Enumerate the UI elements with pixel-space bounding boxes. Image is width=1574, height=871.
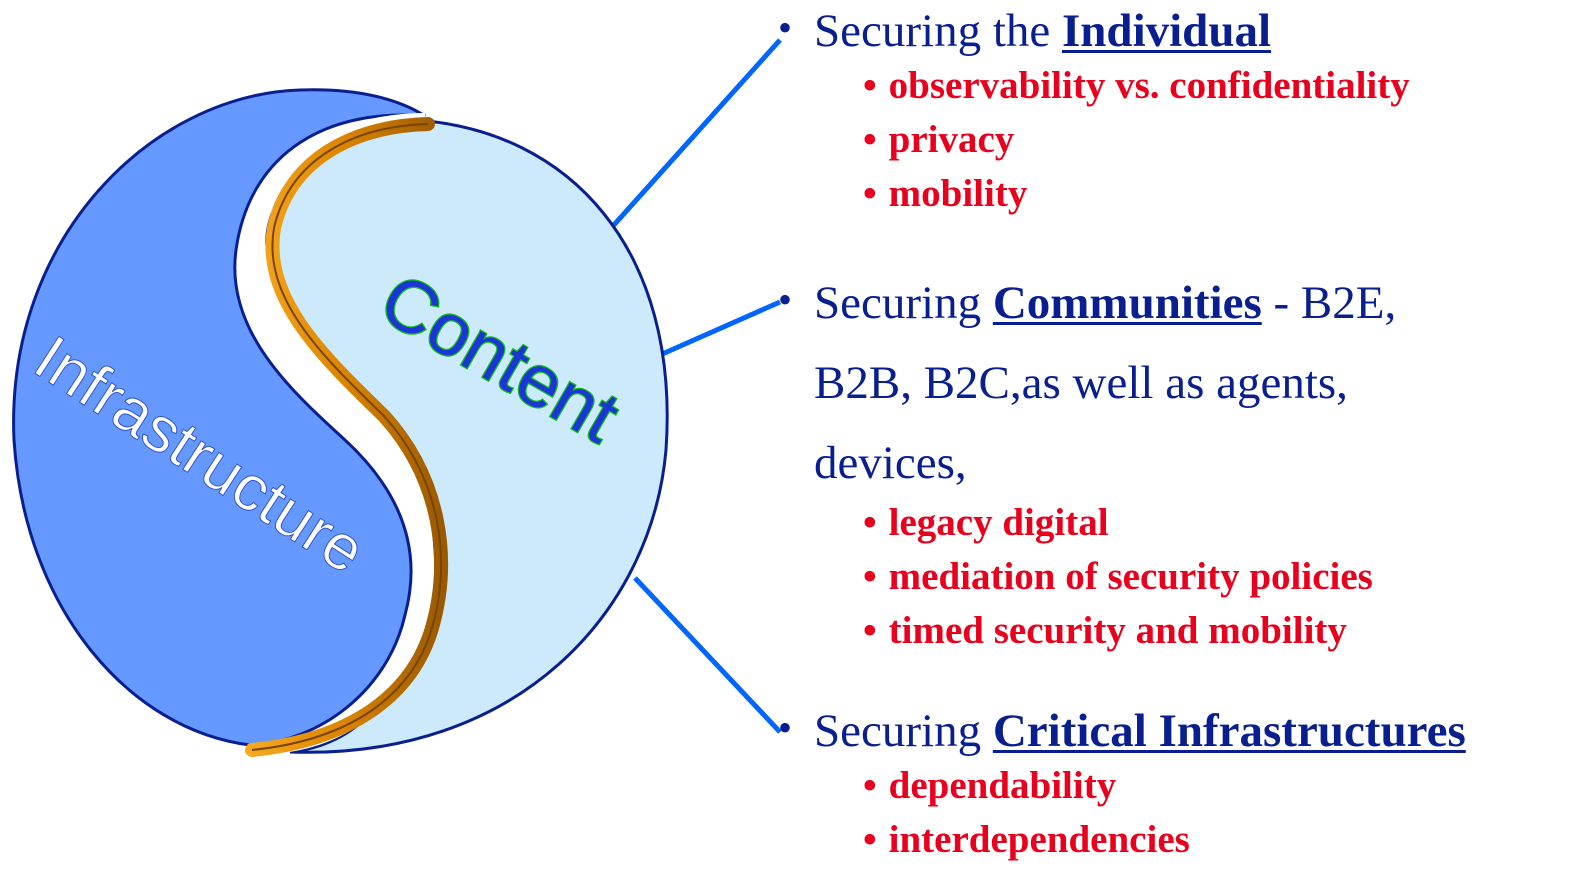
section-heading: • Securing Critical Infrastructures	[778, 708, 1568, 755]
heading-continuation: devices,	[814, 437, 967, 489]
heading-highlight: Communities	[992, 277, 1262, 329]
heading-continuation: B2B, B2C,as well as agents,	[814, 357, 1348, 409]
section-heading: • Securing the Individual	[778, 8, 1568, 55]
section-heading: • Securing Communities - B2E,	[778, 280, 1568, 360]
section-critical-infrastructures: • Securing Critical Infrastructures •dep…	[778, 708, 1568, 867]
connector-line-critical	[633, 576, 782, 734]
section-communities: • Securing Communities - B2E, B2B, B2C,a…	[778, 280, 1568, 658]
heading-prefix: Securing	[814, 277, 993, 329]
heading-highlight: Individual	[1062, 5, 1272, 57]
sub-item: •mediation of security policies	[863, 555, 1373, 598]
heading-prefix: Securing	[814, 705, 993, 757]
heading-prefix: Securing the	[814, 5, 1062, 57]
connector-line-individual	[602, 38, 782, 238]
sub-item: •privacy	[863, 118, 1015, 161]
sub-item: •legacy digital	[863, 501, 1109, 544]
sub-item: •timed security and mobility	[863, 609, 1347, 652]
sub-item: •observability vs. confidentiality	[863, 64, 1410, 107]
sub-item-list: •legacy digital •mediation of security p…	[778, 496, 1568, 658]
sub-item: •interdependencies	[863, 818, 1190, 861]
heading-highlight: Critical Infrastructures	[992, 705, 1466, 757]
heading-suffix: - B2E,	[1261, 277, 1397, 329]
sub-item: •dependability	[863, 764, 1117, 807]
sub-item: •mobility	[863, 172, 1028, 215]
sub-item-list: •observability vs. confidentiality •priv…	[778, 59, 1568, 221]
bullet-icon: •	[778, 705, 793, 750]
section-individual: • Securing the Individual •observability…	[778, 8, 1568, 221]
connector-line-communities	[658, 299, 782, 358]
s-curve-band-edge	[251, 123, 443, 751]
bullet-icon: •	[778, 277, 793, 322]
sub-item-list: •dependability •interdependencies	[778, 759, 1568, 867]
bullet-icon: •	[778, 5, 793, 50]
